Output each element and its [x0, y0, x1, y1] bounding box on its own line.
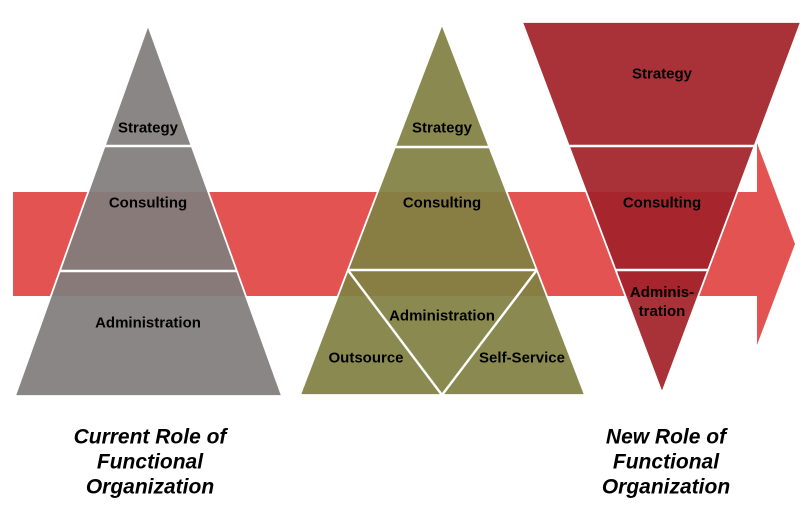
transition-inner-left-diagonal-line — [346, 269, 443, 396]
current-administration-label: Administration — [95, 314, 201, 332]
transition-strategy-label: Strategy — [411, 119, 473, 137]
new-strategy-label: Strategy — [631, 65, 693, 83]
transition-self-service-label: Self-Service — [479, 349, 565, 367]
transition-inner-right-diagonal-line — [441, 269, 538, 396]
new-role-caption: New Role of Functional Organization — [601, 425, 731, 499]
transition-consulting-label: Consulting — [402, 194, 482, 212]
transition-outsource-label: Outsource — [328, 349, 404, 367]
current-consulting-label: Consulting — [108, 194, 188, 212]
new-pyramid-shape — [520, 21, 803, 396]
current-role-caption: Current Role of Functional Organization — [73, 425, 227, 499]
transition-administration-label: Administration — [389, 307, 495, 325]
current-pyramid-shape — [13, 22, 284, 397]
current-strategy-label: Strategy — [117, 119, 179, 137]
new-consulting-label: Consulting — [622, 194, 702, 212]
new-administration-label: Adminis- tration — [629, 284, 695, 320]
